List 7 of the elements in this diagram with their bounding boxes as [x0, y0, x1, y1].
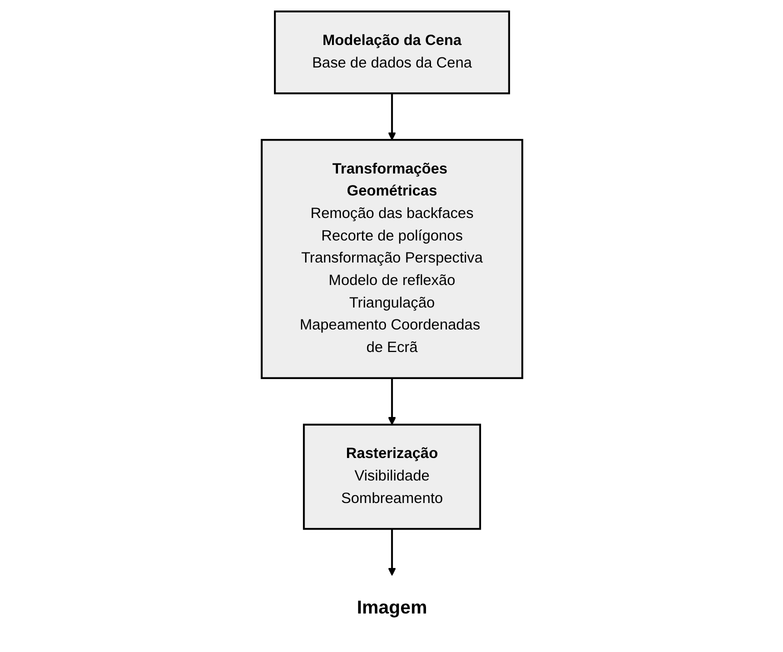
node-text: Imagem: [356, 598, 427, 618]
node-box: Rasterização Visibilidade Sombreamento: [302, 424, 481, 530]
arrow: [387, 378, 396, 426]
arrow: [387, 528, 396, 576]
node-box: Transformações Geométricas Remoção das backfaces Recorte de polígonos Transformação Perspectiva Modelo de reflexão Triangulação Mapeamento Coordenadas de Ecrã: [260, 138, 523, 380]
arrow: [387, 93, 396, 140]
node-box: Modelação da Cena Base de dados da Cena: [273, 10, 510, 94]
